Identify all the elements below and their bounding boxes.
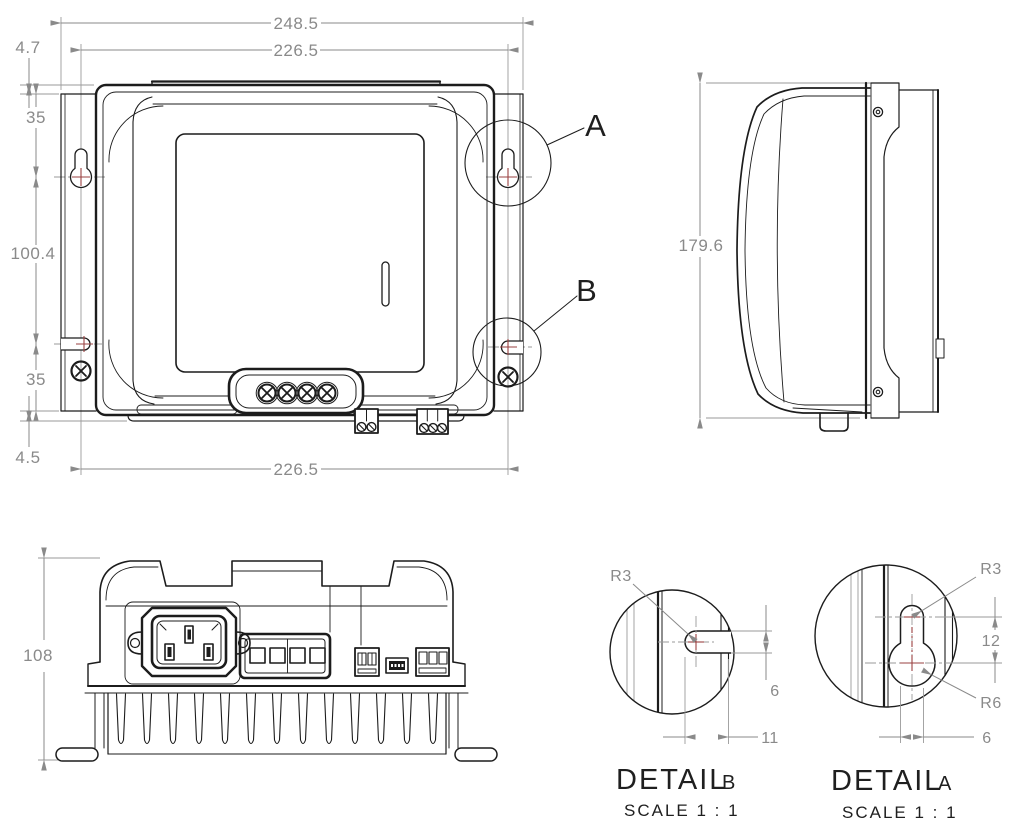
dim-radius-top-r3: R3 xyxy=(980,561,1001,578)
iec-pin xyxy=(184,625,194,644)
heatsink-fin-groove xyxy=(245,693,257,745)
connector-4pin xyxy=(385,657,409,674)
bracket-screw-icon xyxy=(872,106,884,118)
detail-a-scale: SCALE 1 : 1 xyxy=(842,803,958,822)
dim-height: 179.6 xyxy=(678,236,723,255)
terminal-block-3pos xyxy=(415,647,450,677)
heatsink-back-plate-side xyxy=(898,89,945,413)
detail-b-dimensions: R3 6 11 xyxy=(610,568,779,747)
screw-icon xyxy=(70,360,92,382)
bracket-screw-icon xyxy=(872,386,884,398)
left-mount-flange xyxy=(60,93,97,412)
heatsink-fin-groove xyxy=(141,693,153,745)
center-marks xyxy=(72,168,517,355)
side-view: 179.6 xyxy=(678,72,945,432)
dim-hole-spacing: 100.4 xyxy=(10,244,55,263)
detail-b-caption: DETAIL B SCALE 1 : 1 xyxy=(616,764,740,820)
heatsink-fin-groove xyxy=(323,693,335,745)
heatsink-fin-groove xyxy=(193,693,205,745)
dim-radius-bottom-r6: R6 xyxy=(980,695,1001,712)
dim-mount-width-top: 226.5 xyxy=(273,41,318,60)
dim-slot-depth: 11 xyxy=(761,730,779,747)
bottom-connector-side xyxy=(819,412,849,432)
terminal-screw-icon xyxy=(295,381,319,405)
detail-a-dimensions: R3 12 R6 6 xyxy=(879,561,1002,747)
front-dimensions: 248.5 226.5 4.7 35 100.4 35 xyxy=(10,14,534,479)
heatsink-fins xyxy=(107,692,447,755)
wall-mount-bracket-side xyxy=(870,82,900,419)
dim-bottom-offset: 4.5 xyxy=(15,448,40,467)
detail-b-title: DETAIL xyxy=(616,764,727,796)
detail-view-a: R3 12 R6 6 DETAIL A SCALE 1 : 1 xyxy=(814,561,1002,822)
bottom-lip-side xyxy=(792,407,863,413)
bottom-recess-left xyxy=(136,404,238,415)
detail-a-title: DETAIL xyxy=(831,765,942,797)
terminal-block-4pos xyxy=(238,632,332,680)
ac-inlet-iec xyxy=(124,601,251,685)
heatsink-fin-groove xyxy=(115,693,127,745)
detail-a-caption: DETAIL A SCALE 1 : 1 xyxy=(831,765,958,822)
dim-top-to-hole: 35 xyxy=(26,108,46,127)
dim-radius-r3: R3 xyxy=(610,568,631,585)
heatsink-fin-groove xyxy=(427,693,439,745)
heatsink-fin-groove xyxy=(375,693,387,745)
callout-a-label: A xyxy=(585,108,607,143)
terminal-screw-icon xyxy=(315,381,339,405)
callout-b-label: B xyxy=(576,273,598,308)
terminal-block-3pos-front xyxy=(416,408,449,435)
enclosure-side-profile xyxy=(736,81,872,420)
terminal-block-2pos-front xyxy=(354,408,379,434)
terminal-block-2pos xyxy=(354,647,380,677)
dim-slot-width: 6 xyxy=(770,683,779,700)
heatsink-fin-groove xyxy=(167,693,179,745)
enclosure-bottom-outline xyxy=(84,560,469,694)
heatsink-fin-groove xyxy=(349,693,361,745)
dim-top-offset: 4.7 xyxy=(15,38,40,57)
detail-callout-circle-a xyxy=(464,119,552,207)
dim-hole-spacing-12: 12 xyxy=(982,633,1001,650)
dim-mount-width-bottom: 226.5 xyxy=(273,460,318,479)
heatsink-fin-groove xyxy=(271,693,283,745)
dim-hole-to-bottom: 35 xyxy=(26,370,46,389)
dim-slot-width-a: 6 xyxy=(982,730,991,747)
detail-a-boundary xyxy=(814,564,958,708)
dim-depth: 108 xyxy=(23,646,53,665)
bottom-view: 108 xyxy=(23,547,498,771)
front-cover-panel xyxy=(175,133,425,373)
detail-callout-circle-b xyxy=(472,317,542,387)
heatsink-fin-groove xyxy=(219,693,231,745)
terminal-screw-icon xyxy=(275,381,299,405)
dim-overall-width: 248.5 xyxy=(273,14,318,33)
front-view: A B 248.5 226.5 4.7 35 xyxy=(10,14,607,479)
iec-pin xyxy=(164,643,175,661)
detail-view-b: R3 6 11 DETAIL B SCALE 1 : 1 xyxy=(609,568,779,820)
enclosure-front xyxy=(94,80,496,422)
detail-b-letter: B xyxy=(722,772,736,794)
mounting-foot-right xyxy=(448,692,498,762)
detail-b-boundary xyxy=(609,589,735,715)
battery-terminal-cluster xyxy=(227,367,365,415)
right-mount-flange xyxy=(493,93,524,412)
heatsink-fin-groove xyxy=(401,693,413,745)
led-indicator-slot xyxy=(381,261,390,307)
detail-a-letter: A xyxy=(938,773,952,795)
mounting-foot-left xyxy=(55,692,105,762)
detail-b-scale: SCALE 1 : 1 xyxy=(624,801,740,820)
heatsink-fin-groove xyxy=(297,693,309,745)
terminal-screw-icon xyxy=(255,381,279,405)
iec-pin xyxy=(203,643,214,661)
